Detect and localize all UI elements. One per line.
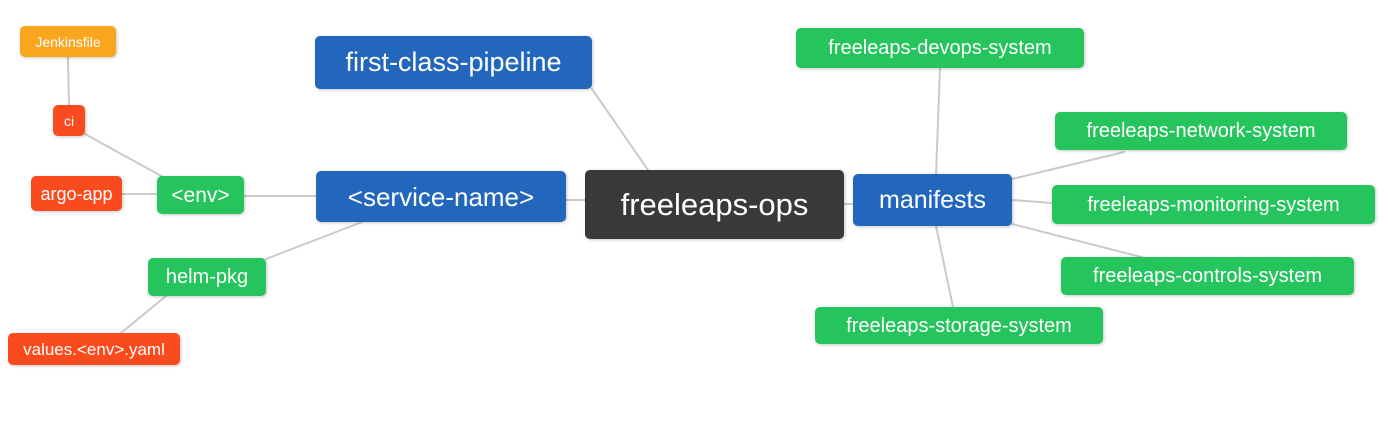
node-network-system[interactable]: freeleaps-network-system (1055, 112, 1347, 150)
edge-helm-pkg-values-env-yaml (120, 295, 167, 334)
edge-ci-env (84, 133, 164, 178)
edge-service-name-helm-pkg (265, 221, 363, 260)
node-env[interactable]: <env> (157, 176, 244, 214)
node-label: <service-name> (347, 181, 535, 212)
node-label: freeleaps-network-system (1086, 120, 1316, 142)
edge-manifests-monitoring-system (1011, 199, 1053, 204)
node-label: Jenkinsfile (35, 33, 101, 50)
edge-manifests-controls-system (1011, 223, 1146, 259)
node-ci[interactable]: ci (53, 105, 85, 136)
node-label: values.<env>.yaml (23, 339, 165, 359)
node-label: freeleaps-devops-system (828, 37, 1052, 59)
node-argo-app[interactable]: argo-app (31, 176, 122, 211)
node-storage-system[interactable]: freeleaps-storage-system (815, 307, 1103, 344)
node-label: first-class-pipeline (345, 47, 562, 77)
edge-jenkinsfile-ci (67, 56, 70, 106)
node-label: helm-pkg (165, 266, 249, 288)
node-label: <env> (171, 183, 230, 207)
node-jenkinsfile[interactable]: Jenkinsfile (20, 26, 116, 57)
node-service-name[interactable]: <service-name> (316, 171, 566, 222)
node-label: freeleaps-monitoring-system (1087, 193, 1340, 216)
node-freeleaps-ops[interactable]: freeleaps-ops (585, 170, 844, 239)
node-monitoring-system[interactable]: freeleaps-monitoring-system (1052, 185, 1375, 224)
node-label: manifests (879, 185, 986, 214)
node-label: ci (63, 112, 75, 129)
node-label: argo-app (40, 183, 113, 204)
node-helm-pkg[interactable]: helm-pkg (148, 258, 266, 296)
node-devops-system[interactable]: freeleaps-devops-system (796, 28, 1084, 68)
node-first-class-pipeline[interactable]: first-class-pipeline (315, 36, 592, 89)
node-label: freeleaps-controls-system (1093, 265, 1322, 287)
node-label: freeleaps-ops (620, 187, 809, 222)
edge-manifests-network-system (1011, 151, 1125, 180)
node-controls-system[interactable]: freeleaps-controls-system (1061, 257, 1354, 295)
node-values-env-yaml[interactable]: values.<env>.yaml (8, 333, 180, 365)
node-manifests[interactable]: manifests (853, 174, 1012, 226)
node-label: freeleaps-storage-system (846, 314, 1072, 337)
edge-manifests-storage-system (935, 225, 954, 308)
edge-manifests-devops-system (935, 67, 941, 176)
edge-first-class-pipeline-freeleaps-ops (591, 88, 649, 171)
